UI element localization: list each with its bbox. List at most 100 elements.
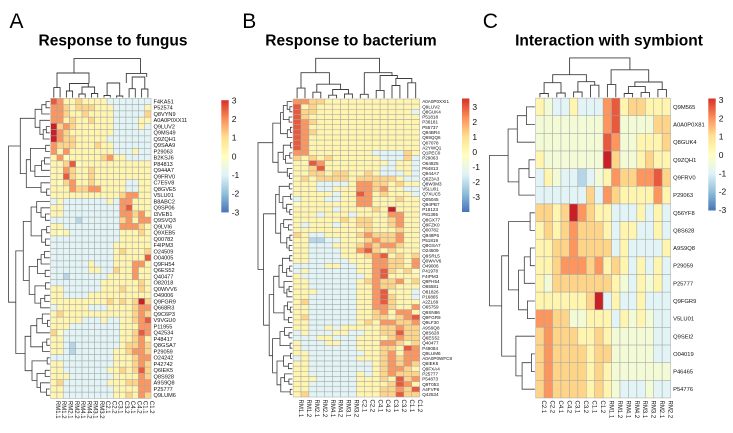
svg-text:F4IPM3: F4IPM3	[422, 274, 439, 279]
svg-text:C1.2: C1.2	[599, 400, 605, 413]
svg-text:C1.1: C1.1	[591, 400, 597, 413]
svg-text:Q8GSA7: Q8GSA7	[422, 243, 441, 248]
svg-text:RM2.1: RM2.1	[313, 400, 319, 418]
svg-text:Q9FGR9: Q9FGR9	[673, 299, 696, 305]
svg-text:Q9FXA4: Q9FXA4	[422, 366, 440, 371]
svg-text:0: 0	[472, 147, 477, 157]
svg-text:P41978: P41978	[422, 269, 438, 274]
svg-text:A0A0P0XX11: A0A0P0XX11	[154, 118, 188, 124]
svg-text:O82018: O82018	[154, 281, 174, 287]
svg-text:P29063: P29063	[422, 156, 438, 161]
svg-text:Q0WVV6: Q0WVV6	[422, 258, 442, 263]
svg-text:P25777: P25777	[154, 387, 173, 393]
svg-text:F4KA51: F4KA51	[154, 99, 174, 105]
svg-text:3: 3	[232, 95, 237, 105]
svg-text:RM1.2: RM1.2	[60, 401, 66, 419]
svg-text:Q9LUM6: Q9LUM6	[154, 393, 176, 399]
svg-text:Q9T053: Q9T053	[422, 382, 439, 387]
svg-text:A0A0P0X81: A0A0P0X81	[673, 123, 705, 129]
svg-text:P29063: P29063	[154, 149, 173, 155]
svg-text:3: 3	[719, 95, 724, 105]
svg-text:Q668R3: Q668R3	[154, 306, 175, 312]
svg-text:Q9ZQH1: Q9ZQH1	[154, 137, 176, 143]
svg-text:O65581: O65581	[422, 284, 439, 289]
svg-text:RM4.2: RM4.2	[337, 400, 343, 418]
svg-text:C2.2: C2.2	[368, 400, 374, 413]
svg-text:Q9FRV0: Q9FRV0	[673, 176, 695, 182]
svg-text:A2ZL69: A2ZL69	[422, 300, 439, 305]
svg-text:Q6ES52: Q6ES52	[154, 268, 175, 274]
svg-text:F4IPM3: F4IPM3	[154, 243, 174, 249]
svg-text:Q6ES52: Q6ES52	[422, 336, 440, 341]
svg-text:C4.1: C4.1	[557, 400, 563, 413]
svg-text:A9S9Q8: A9S9Q8	[154, 381, 175, 387]
svg-text:Q00782: Q00782	[422, 228, 439, 233]
svg-text:RM1.1: RM1.1	[297, 400, 303, 418]
svg-text:RM4.1: RM4.1	[624, 400, 630, 418]
svg-text:-3: -3	[232, 207, 240, 217]
svg-text:Q94PB7: Q94PB7	[422, 202, 440, 207]
svg-text:Q40477: Q40477	[154, 274, 174, 280]
svg-text:P49084: P49084	[422, 346, 438, 351]
svg-text:A0A0P0WFC8: A0A0P0WFC8	[422, 356, 452, 361]
svg-text:P54873: P54873	[422, 377, 438, 382]
svg-text:P48417: P48417	[154, 337, 173, 343]
svg-text:Q9MS49: Q9MS49	[154, 131, 176, 137]
svg-text:Q9LF30: Q9LF30	[422, 320, 439, 325]
svg-text:C4.2: C4.2	[384, 400, 390, 413]
svg-text:Q00782: Q00782	[154, 237, 174, 243]
svg-text:C2.1: C2.1	[360, 400, 366, 413]
svg-text:Q8S928: Q8S928	[154, 374, 175, 380]
svg-text:RM2.1: RM2.1	[66, 401, 72, 419]
svg-text:3: 3	[472, 102, 477, 112]
svg-text:C3.1: C3.1	[574, 400, 580, 413]
svg-text:A2YWQ1: A2YWQ1	[422, 145, 442, 150]
svg-text:Q8GX77: Q8GX77	[422, 217, 440, 222]
svg-text:O24242: O24242	[154, 356, 174, 362]
svg-text:P11955: P11955	[154, 324, 173, 330]
svg-text:A: A	[10, 10, 24, 33]
svg-text:C1.2: C1.2	[148, 401, 154, 414]
svg-text:Q07078: Q07078	[422, 140, 439, 145]
svg-text:P29059: P29059	[673, 264, 693, 270]
svg-text:C1.1: C1.1	[142, 401, 148, 414]
svg-text:-3: -3	[472, 192, 480, 202]
svg-text:2: 2	[232, 114, 237, 124]
svg-text:Q9SN86: Q9SN86	[422, 310, 440, 315]
svg-text:P52574: P52574	[154, 106, 173, 112]
svg-text:C3.1: C3.1	[392, 400, 398, 413]
svg-text:RM3.1: RM3.1	[641, 400, 647, 418]
svg-text:Q9FGR9: Q9FGR9	[422, 315, 441, 320]
svg-text:Response to fungus: Response to fungus	[39, 32, 188, 49]
svg-text:Q944A7: Q944A7	[154, 168, 175, 174]
svg-text:-2: -2	[719, 187, 727, 197]
svg-text:P51819: P51819	[422, 238, 438, 243]
svg-text:P36181: P36181	[422, 120, 438, 125]
svg-text:Q9ZQH1: Q9ZQH1	[673, 158, 696, 164]
svg-text:RM2.1: RM2.1	[658, 400, 664, 418]
svg-text:P25777: P25777	[673, 281, 693, 287]
svg-text:Q7XUC5: Q7XUC5	[422, 192, 441, 197]
svg-text:Q9FGR9: Q9FGR9	[154, 299, 176, 305]
svg-text:P84813: P84813	[154, 162, 173, 168]
svg-text:Response to bacterium: Response to bacterium	[265, 32, 436, 49]
svg-text:-1: -1	[472, 162, 480, 172]
svg-text:P42742: P42742	[154, 362, 173, 368]
svg-text:V9VGU0: V9VGU0	[154, 318, 176, 324]
svg-text:O04005: O04005	[154, 256, 174, 262]
svg-text:Q6Z3A3: Q6Z3A3	[422, 176, 440, 181]
svg-text:O49006: O49006	[154, 293, 174, 299]
svg-text:C2.1: C2.1	[540, 400, 546, 413]
svg-text:Q9C6P3: Q9C6P3	[154, 312, 175, 318]
svg-text:Q05045: Q05045	[422, 197, 439, 202]
svg-text:0: 0	[232, 151, 237, 161]
svg-text:Q8S628: Q8S628	[673, 228, 694, 234]
svg-text:C3.2: C3.2	[582, 400, 588, 413]
svg-text:O64825: O64825	[422, 161, 439, 166]
svg-text:C1.1: C1.1	[408, 400, 414, 413]
svg-text:C3.1: C3.1	[117, 401, 123, 414]
svg-text:Q9LUM6: Q9LUM6	[422, 351, 441, 356]
svg-text:C4.1: C4.1	[129, 401, 135, 414]
svg-text:O81826: O81826	[422, 289, 439, 294]
svg-text:B: B	[242, 10, 256, 33]
